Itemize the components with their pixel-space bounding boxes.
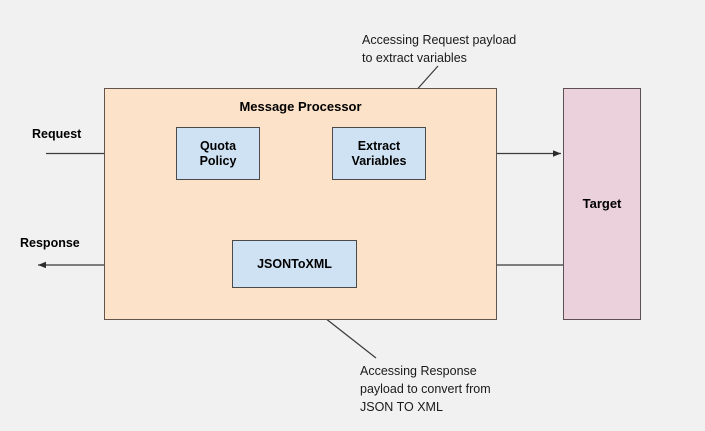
quota-policy-node[interactable]: Quota Policy (176, 127, 260, 180)
target-label: Target (582, 196, 622, 212)
quota-policy-label-line2: Policy (199, 153, 237, 168)
extract-variables-label: Extract Variables (352, 139, 407, 169)
jsontoxml-node[interactable]: JSONToXML (232, 240, 357, 288)
jsontoxml-label: JSONToXML (257, 256, 332, 271)
quota-policy-label-line1: Quota (199, 138, 237, 153)
annotation-request-payload-line1: Accessing Request payload (362, 33, 517, 47)
response-edge-label: Response (20, 236, 80, 250)
extract-variables-node[interactable]: Extract Variables (332, 127, 426, 180)
annotation-response-payload-line1: Accessing Response (360, 364, 477, 378)
extract-variables-label-line1: Extract (357, 138, 401, 153)
annotation-request-payload-line2: to extract variables (362, 51, 467, 66)
annotation-response-payload-line3: JSON TO XML (360, 400, 443, 415)
annotation-response-payload: Accessing Response payload to convert fr… (360, 362, 491, 416)
message-processor-label: Message Processor (239, 99, 362, 114)
extract-variables-label-line2: Variables (351, 153, 407, 168)
quota-policy-label: Quota Policy (200, 139, 237, 169)
annotation-response-payload-line2: payload to convert from (360, 382, 491, 397)
request-edge-label: Request (32, 127, 82, 141)
target-node[interactable]: Target (563, 88, 641, 320)
annotation-request-payload: Accessing Request payload to extract var… (362, 31, 516, 67)
